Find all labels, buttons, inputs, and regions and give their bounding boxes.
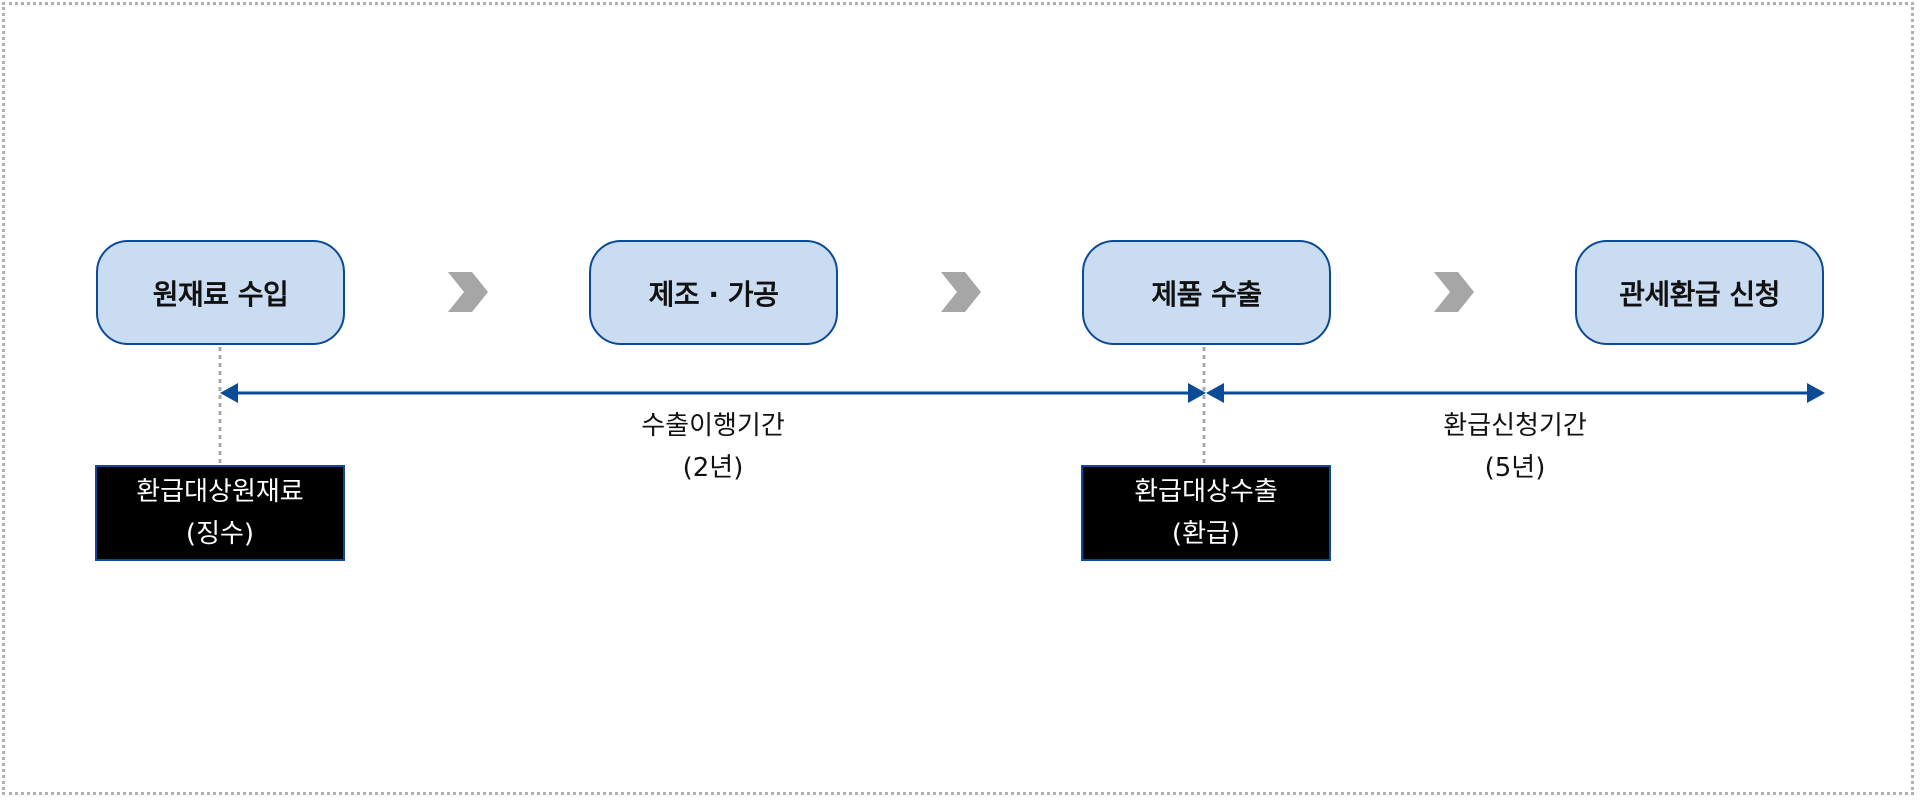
note-refund-export: 환급대상수출 (환급) — [1081, 465, 1331, 561]
chevron-right-icon — [941, 272, 981, 312]
period-label-refund-duration: (5년) — [1484, 453, 1546, 483]
step-manufacturing: 제조 · 가공 — [589, 240, 838, 345]
note-refund-export-title: 환급대상수출 — [1134, 477, 1278, 507]
step-product-export: 제품 수출 — [1082, 240, 1331, 345]
step-raw-material-import: 원재료 수입 — [96, 240, 345, 345]
period-label-refund-name: 환급신청기간 — [1443, 411, 1587, 441]
period-label-export: 수출이행기간 (2년) — [563, 405, 863, 489]
chevron-right-icon — [1434, 272, 1474, 312]
period-label-refund: 환급신청기간 (5년) — [1365, 405, 1665, 489]
step-refund-application: 관세환급 신청 — [1575, 240, 1824, 345]
note-refund-raw-material-title: 환급대상원재료 — [136, 477, 304, 507]
period-label-export-name: 수출이행기간 — [641, 411, 785, 441]
note-refund-export-sub: (환급) — [1171, 519, 1241, 549]
period-arrow-export-left-head — [220, 383, 238, 403]
chevron-right-icon — [448, 272, 488, 312]
period-arrow-refund-right-head — [1807, 383, 1825, 403]
period-arrow-refund-left-head — [1206, 383, 1224, 403]
period-label-export-duration: (2년) — [682, 453, 744, 483]
note-refund-raw-material: 환급대상원재료 (징수) — [95, 465, 345, 561]
period-arrow-export-right-head — [1188, 383, 1206, 403]
note-refund-raw-material-sub: (징수) — [185, 519, 255, 549]
